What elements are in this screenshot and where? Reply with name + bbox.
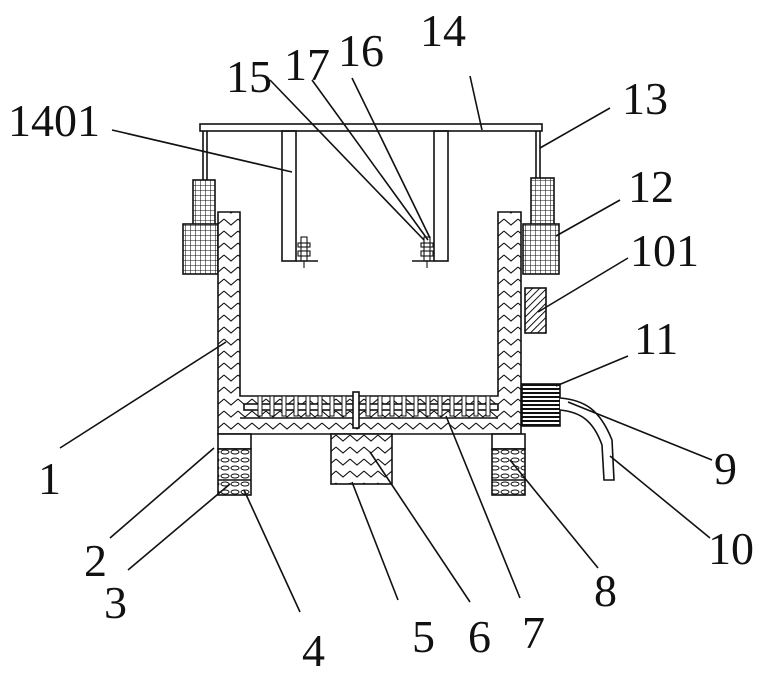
rake-tooth (414, 396, 418, 416)
label-5: 5 (412, 611, 435, 662)
rake-tooth (270, 396, 274, 416)
motor (331, 434, 392, 484)
label-12: 12 (628, 161, 674, 212)
label-6: 6 (468, 611, 491, 662)
rake-tooth (282, 396, 286, 416)
reference-numerals: 1401 15 17 16 14 13 12 101 11 9 10 8 7 6… (8, 5, 754, 676)
label-17: 17 (284, 39, 330, 90)
rake-tooth (330, 396, 334, 416)
label-13: 13 (622, 73, 668, 124)
top-frame (200, 124, 542, 182)
label-11: 11 (634, 313, 678, 364)
rake-tooth (474, 396, 478, 416)
rake-tooth (342, 396, 346, 416)
label-4: 4 (302, 625, 325, 676)
bolt-right (421, 237, 433, 268)
rake-tooth (426, 396, 430, 416)
leg-right (492, 434, 525, 495)
rake-tooth (318, 396, 322, 416)
label-8: 8 (594, 565, 617, 616)
rake-tooth (402, 396, 406, 416)
label-1401: 1401 (8, 95, 100, 146)
rake-tooth (294, 396, 298, 416)
label-1: 1 (38, 453, 61, 504)
rake-tooth (450, 396, 454, 416)
rake-tooth (486, 396, 490, 416)
label-10: 10 (708, 523, 754, 574)
rake-tooth (258, 396, 262, 416)
rake-tooth (366, 396, 370, 416)
label-15: 15 (226, 51, 272, 102)
rake-tooth (390, 396, 394, 416)
label-101: 101 (630, 225, 699, 276)
label-9: 9 (714, 443, 737, 494)
rake-tooth (378, 396, 382, 416)
label-7: 7 (522, 607, 545, 658)
bolt-left (298, 237, 310, 268)
outlet-pump (522, 384, 560, 426)
rake-tooth (306, 396, 310, 416)
control-box (525, 288, 546, 333)
rake-tooth (462, 396, 466, 416)
leg-left (218, 434, 251, 495)
label-14: 14 (420, 5, 466, 56)
label-16: 16 (338, 25, 384, 76)
rake-tooth (438, 396, 442, 416)
leader-lines (60, 76, 712, 612)
label-3: 3 (104, 577, 127, 628)
